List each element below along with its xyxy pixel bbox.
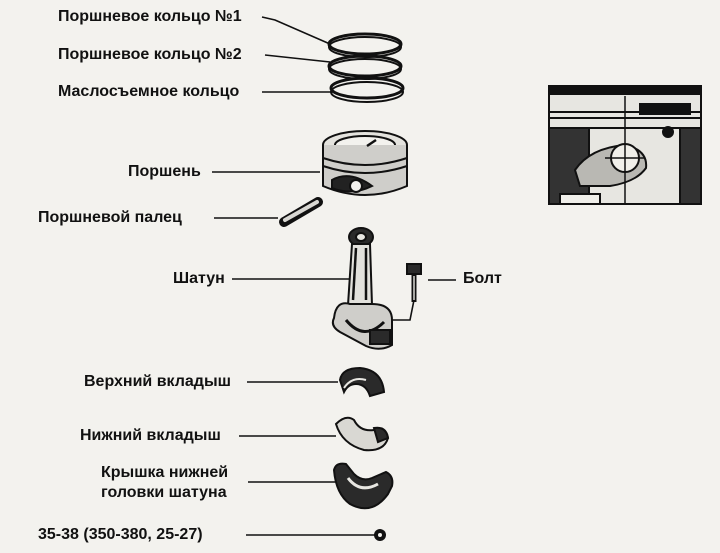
piston-rings: [327, 32, 405, 103]
label-cap-line1: Крышка нижней: [101, 464, 229, 481]
label-lower-bearing: Нижний вкладыш: [80, 427, 221, 444]
ring2-shape: [327, 54, 403, 78]
leader-bolt-to-rod: [390, 299, 415, 321]
label-bolt: Болт: [463, 270, 502, 287]
bolt-shape: [406, 263, 422, 302]
label-upper-bearing: Верхний вкладыш: [84, 373, 231, 390]
upper-bearing-shape: [338, 366, 386, 398]
oil-ring-shadow: [330, 81, 404, 103]
bearing-cap-shape: [332, 462, 394, 510]
leader-ring2: [264, 54, 331, 63]
label-oil-ring: Маслосъемное кольцо: [58, 83, 240, 100]
label-torque: 35-38 (350-380, 25-27): [38, 526, 203, 543]
leader-lines: [212, 16, 456, 536]
torque-symbol: [374, 529, 386, 541]
lower-bearing-shape: [334, 416, 390, 452]
piston-shape: [322, 130, 408, 196]
piston-cross-section: [548, 85, 702, 205]
piston-pin-shape: [279, 197, 323, 227]
label-rod: Шатун: [173, 270, 225, 287]
ring1-shape: [327, 32, 403, 56]
oil-ring-shape: [329, 76, 405, 100]
connecting-rod-shape: [331, 227, 393, 350]
label-ring2: Поршневое кольцо №2: [58, 46, 242, 63]
leader-ring1: [261, 16, 331, 45]
label-ring1: Поршневое кольцо №1: [58, 8, 242, 25]
label-piston: Поршень: [128, 163, 201, 180]
label-pin: Поршневой палец: [38, 209, 182, 226]
label-cap-line2: головки шатуна: [101, 484, 227, 501]
